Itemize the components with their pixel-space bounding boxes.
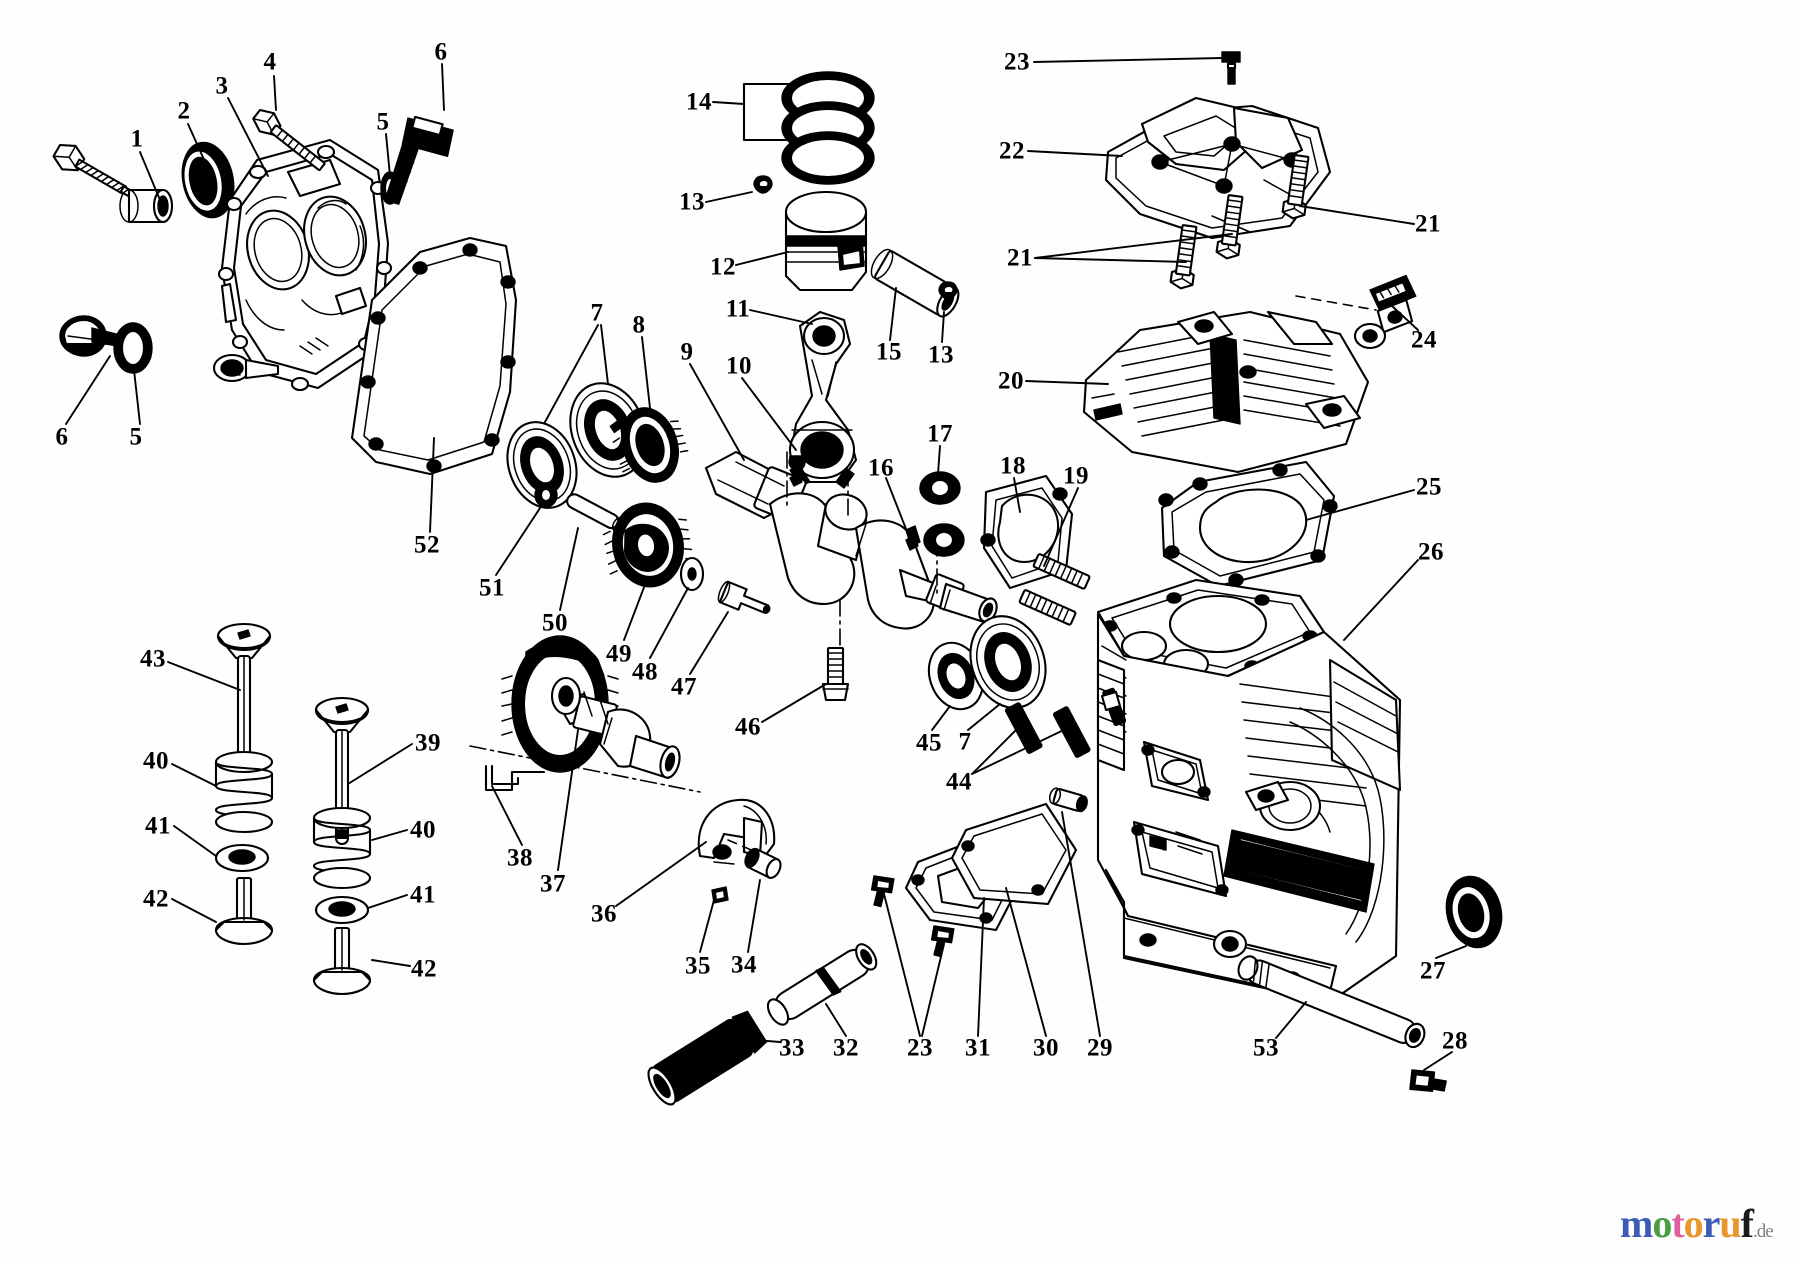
callout-number-9: 9	[680, 338, 694, 366]
callout-number-5b: 5	[129, 423, 143, 451]
callout-number-40a: 40	[143, 747, 169, 775]
callout-number-10: 10	[726, 352, 752, 380]
watermark-letter-1: o	[1652, 1201, 1672, 1246]
callout-number-36: 36	[591, 900, 617, 928]
callout-number-38: 38	[507, 844, 533, 872]
watermark-letter-0: m	[1620, 1201, 1653, 1246]
watermark-letter-6: f	[1740, 1201, 1754, 1246]
callout-number-31: 31	[965, 1034, 991, 1062]
callout-number-7a: 7	[590, 299, 604, 327]
watermark-letter-2: t	[1671, 1201, 1684, 1246]
callout-number-49: 49	[606, 640, 632, 668]
callout-number-24: 24	[1411, 326, 1437, 354]
callout-number-23a: 23	[1004, 48, 1030, 76]
watermark-letter-5: u	[1719, 1201, 1741, 1246]
callout-number-13a: 13	[679, 188, 705, 216]
callout-number-42b: 42	[411, 955, 437, 983]
watermark-letter-4: r	[1702, 1201, 1721, 1246]
callout-number-20: 20	[998, 367, 1024, 395]
callout-number-33: 33	[779, 1034, 805, 1062]
callout-number-30: 30	[1033, 1034, 1059, 1062]
callout-number-21b: 21	[1415, 210, 1441, 238]
callout-number-37: 37	[540, 870, 566, 898]
callout-number-5a: 5	[376, 108, 390, 136]
callout-number-39: 39	[415, 729, 441, 757]
callout-number-19: 19	[1063, 462, 1089, 490]
callout-number-52: 52	[414, 531, 440, 559]
callout-number-18: 18	[1000, 452, 1026, 480]
callout-number-22: 22	[999, 137, 1025, 165]
callout-number-14: 14	[686, 88, 712, 116]
callout-number-27: 27	[1420, 957, 1446, 985]
callout-number-21a: 21	[1007, 244, 1033, 272]
callout-number-15: 15	[876, 338, 902, 366]
callout-number-35: 35	[685, 952, 711, 980]
callout-number-44: 44	[946, 768, 972, 796]
callout-number-2: 2	[177, 97, 191, 125]
callout-number-11: 11	[725, 295, 751, 323]
callout-number-47: 47	[671, 673, 697, 701]
callout-number-7b: 7	[958, 728, 972, 756]
callout-number-41a: 41	[145, 812, 171, 840]
callout-number-13b: 13	[928, 341, 954, 369]
callout-number-40b: 40	[410, 816, 436, 844]
watermark-suffix: .de	[1753, 1221, 1774, 1242]
callout-number-26: 26	[1418, 538, 1444, 566]
watermark-letter-3: o	[1683, 1201, 1704, 1246]
callout-number-46: 46	[735, 713, 761, 741]
callout-number-12: 12	[710, 253, 736, 281]
callout-number-17: 17	[927, 420, 953, 448]
callout-number-32: 32	[833, 1034, 859, 1062]
callout-number-23b: 23	[907, 1034, 933, 1062]
watermark-motoruf: motoruf.de	[1620, 1201, 1774, 1246]
callout-number-1: 1	[130, 125, 144, 153]
callout-number-28: 28	[1442, 1027, 1468, 1055]
callout-number-6b: 6	[55, 423, 69, 451]
callout-number-29: 29	[1087, 1034, 1113, 1062]
callout-number-42a: 42	[143, 885, 169, 913]
callout-number-53: 53	[1253, 1034, 1279, 1062]
callout-number-4: 4	[263, 48, 277, 76]
callout-number-50: 50	[542, 609, 568, 637]
callout-number-45: 45	[916, 729, 942, 757]
callout-number-16: 16	[868, 454, 894, 482]
callout-number-25: 25	[1416, 473, 1442, 501]
callout-number-3: 3	[215, 72, 229, 100]
callout-number-43: 43	[140, 645, 166, 673]
callout-number-48: 48	[632, 658, 658, 686]
callout-number-8: 8	[632, 311, 646, 339]
callout-number-51: 51	[479, 574, 505, 602]
callout-number-34: 34	[731, 951, 757, 979]
callout-number-6a: 6	[434, 38, 448, 66]
callout-number-41b: 41	[410, 881, 436, 909]
